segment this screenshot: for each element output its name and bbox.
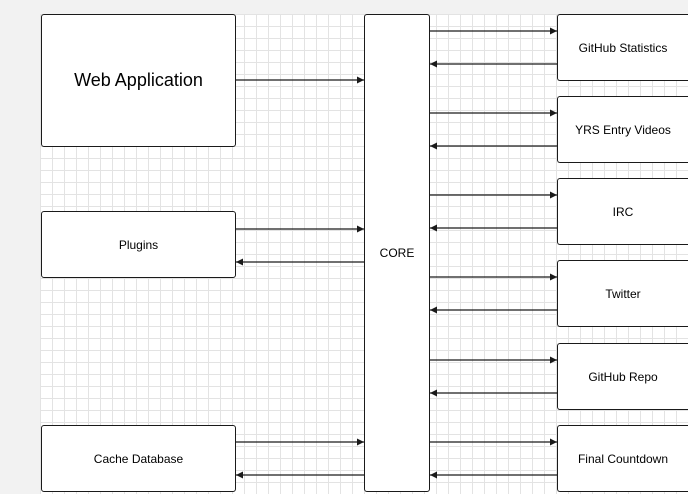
service-label: IRC xyxy=(612,204,634,219)
service-node-final-countdown[interactable]: Final Countdown xyxy=(557,425,688,492)
plugins-label: Plugins xyxy=(118,237,159,252)
service-label: YRS Entry Videos xyxy=(575,122,671,137)
core-node[interactable]: CORE xyxy=(364,14,430,492)
service-node-yrs-entry-videos[interactable]: YRS Entry Videos xyxy=(557,96,688,163)
service-node-twitter[interactable]: Twitter xyxy=(557,260,688,327)
service-label: GitHub Repo xyxy=(588,369,658,384)
service-node-irc[interactable]: IRC xyxy=(557,178,688,245)
service-label: GitHub Statistics xyxy=(578,40,668,55)
service-label: Twitter xyxy=(605,286,641,301)
service-node-github-statistics[interactable]: GitHub Statistics xyxy=(557,14,688,81)
plugins-node[interactable]: Plugins xyxy=(41,211,236,278)
cache-database-label: Cache Database xyxy=(93,451,184,466)
service-node-github-repo[interactable]: GitHub Repo xyxy=(557,343,688,410)
service-label: Final Countdown xyxy=(577,451,669,466)
web-application-label: Web Application xyxy=(74,70,203,90)
web-application-node[interactable]: Web Application xyxy=(41,14,236,147)
core-label: CORE xyxy=(379,246,415,260)
cache-database-node[interactable]: Cache Database xyxy=(41,425,236,492)
